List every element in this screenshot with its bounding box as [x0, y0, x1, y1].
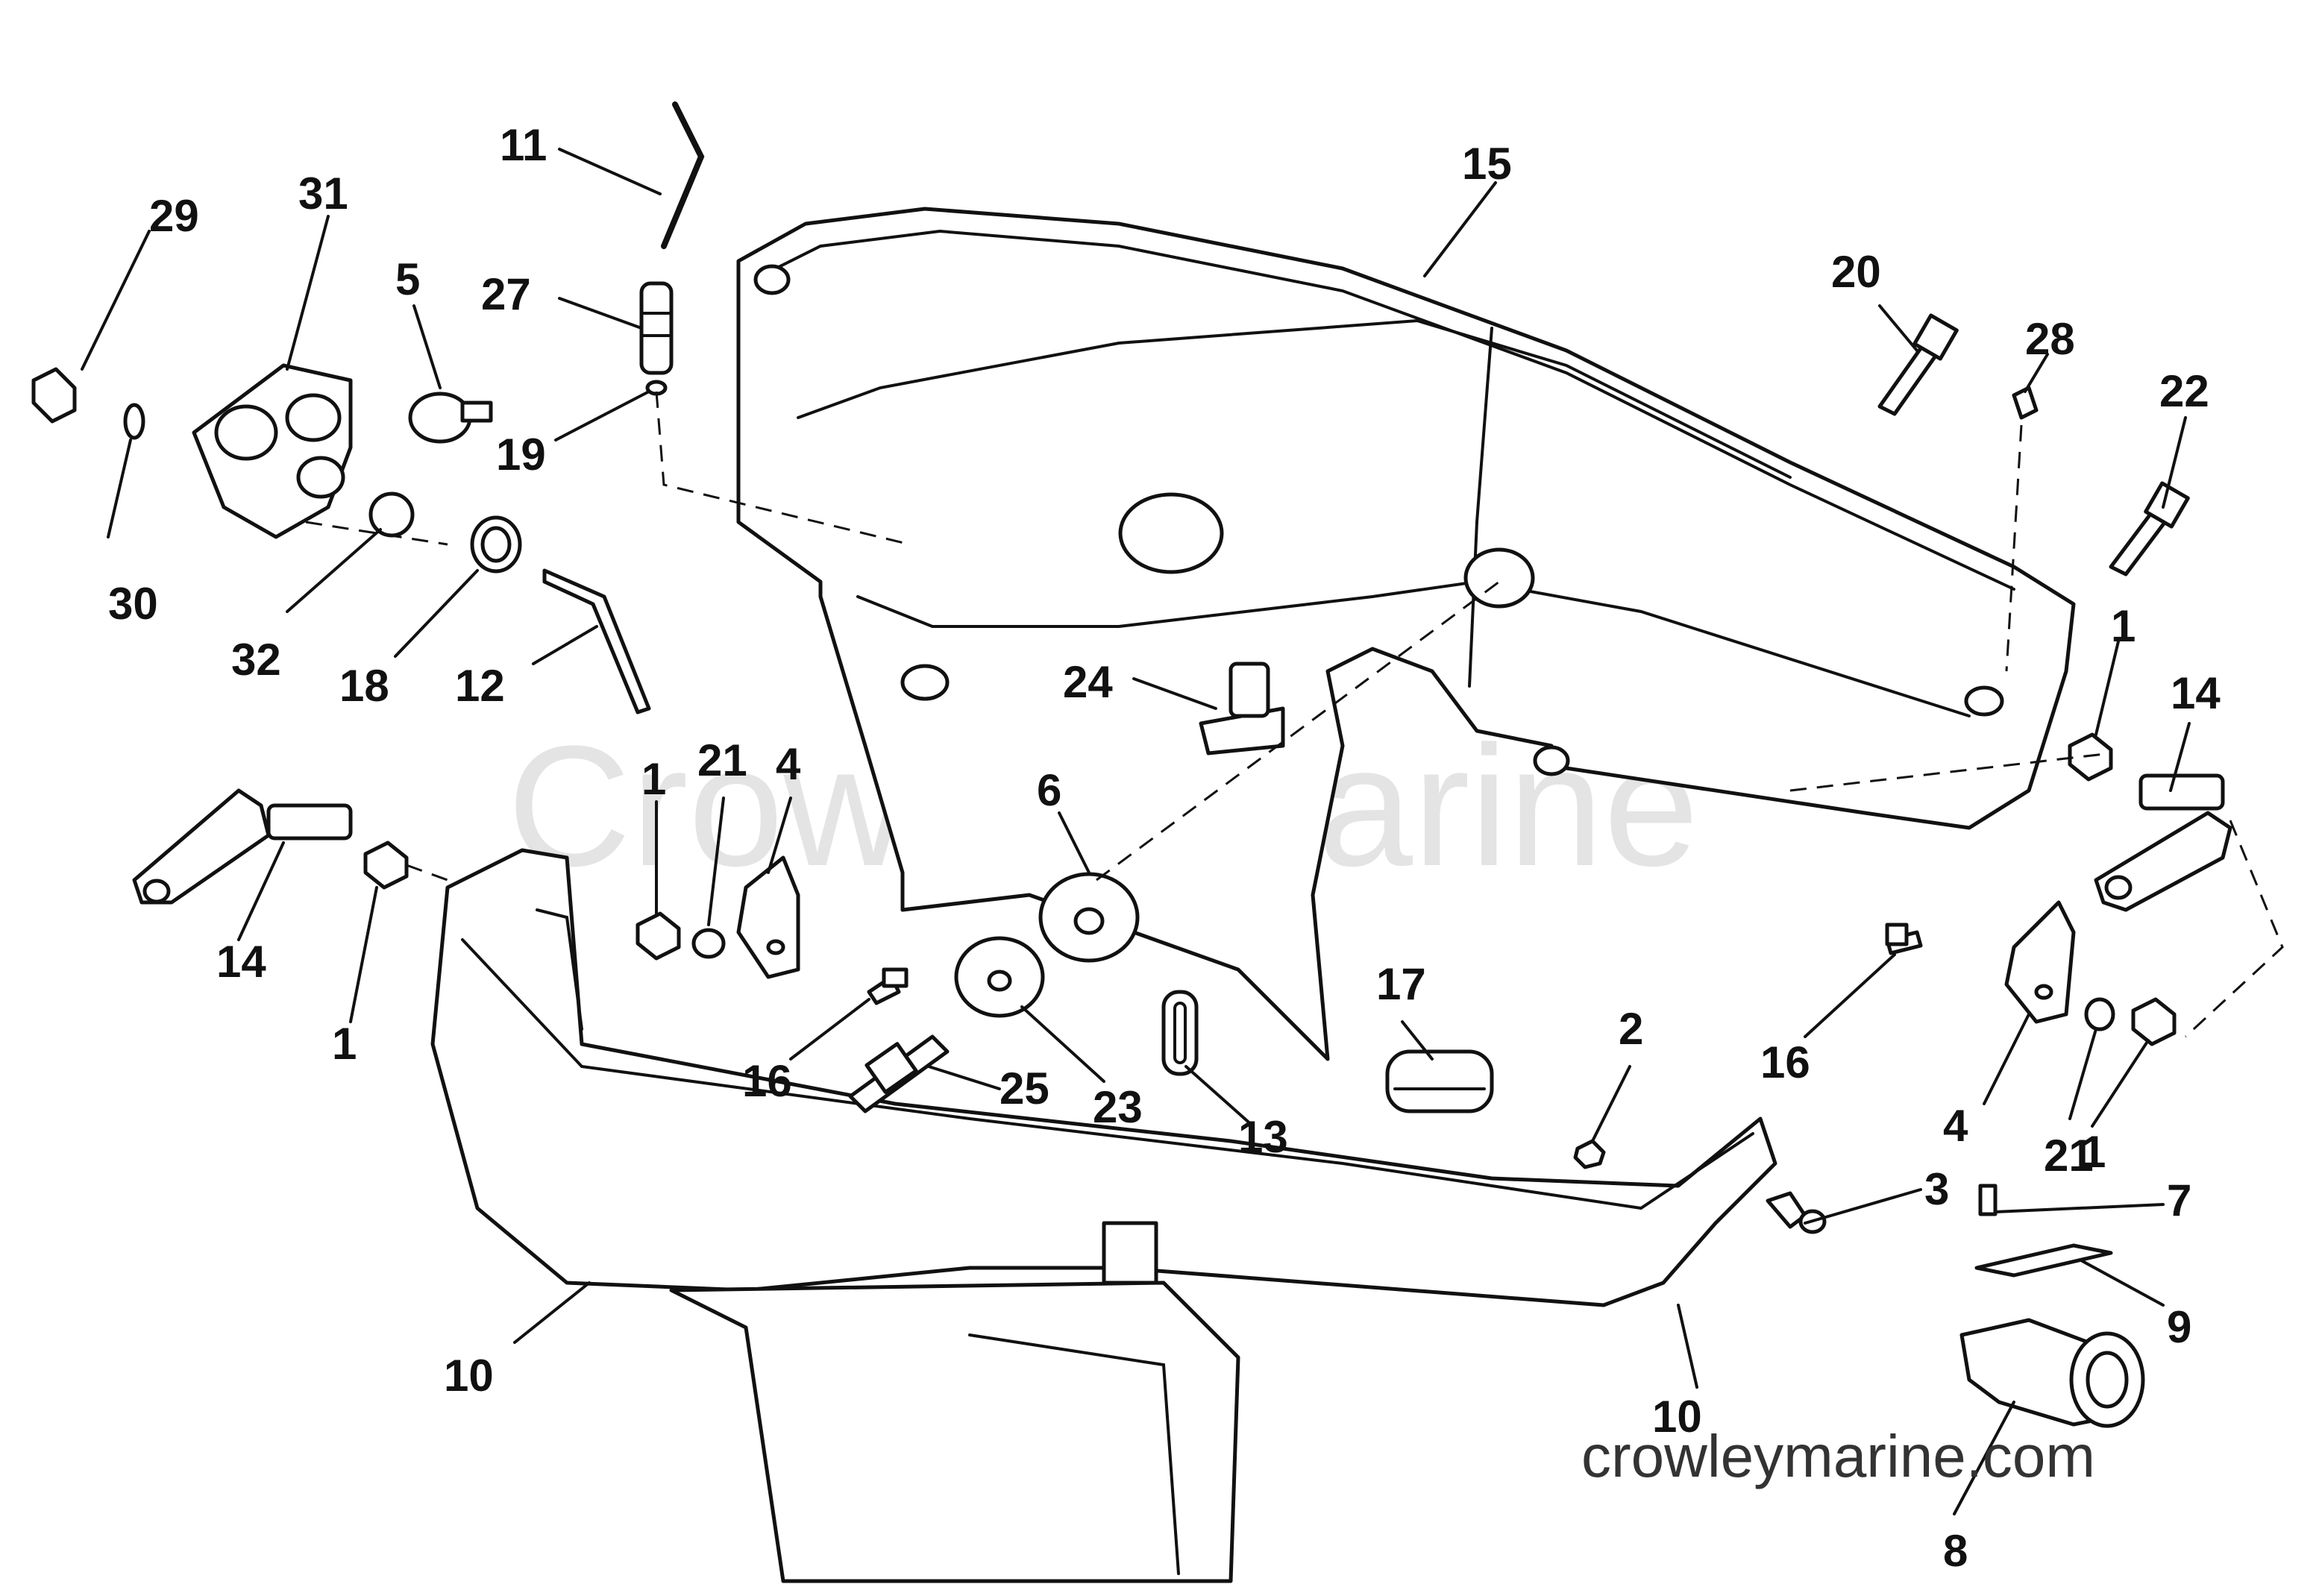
- lever-part-14-right[interactable]: [2094, 773, 2232, 912]
- lower-cowl-part-10[interactable]: [430, 848, 1777, 1583]
- callout-22: 22: [2159, 366, 2209, 416]
- callout-3: 3: [1924, 1164, 1949, 1214]
- callout-13: 13: [1238, 1112, 1288, 1162]
- plate-part-9[interactable]: [1974, 1243, 2113, 1278]
- plug-part-17[interactable]: [1385, 1049, 1494, 1113]
- bracket-part-4-left[interactable]: [736, 855, 800, 979]
- fitting-part-27[interactable]: [639, 281, 674, 375]
- callout-9: 9: [2167, 1302, 2191, 1352]
- callout-1-d: 1: [2081, 1127, 2106, 1177]
- stud-part-25[interactable]: [848, 1034, 950, 1113]
- callout-5: 5: [395, 254, 420, 304]
- grommet-part-18[interactable]: [470, 515, 522, 574]
- callout-2: 2: [1619, 1004, 1643, 1054]
- fitting-part-28[interactable]: [2012, 386, 2039, 420]
- callout-27: 27: [481, 269, 531, 319]
- grommet-part-23[interactable]: [954, 936, 1045, 1018]
- callout-1-c: 1: [2111, 601, 2136, 651]
- callout-16-a: 16: [742, 1056, 792, 1106]
- callout-24: 24: [1063, 657, 1113, 707]
- callout-4-b: 4: [1943, 1101, 1968, 1151]
- callout-8: 8: [1943, 1526, 1968, 1576]
- callout-29: 29: [149, 191, 199, 241]
- grommet-part-6[interactable]: [1038, 872, 1140, 963]
- callout-12: 12: [455, 661, 505, 711]
- callout-labels: 29 30 31 5 32 18 12 11 27 19 15 20 28 22…: [108, 120, 2221, 1576]
- bracket-part-4-right[interactable]: [2004, 900, 2076, 1024]
- bracket-part-24[interactable]: [1199, 662, 1285, 755]
- callout-10-a: 10: [444, 1351, 494, 1401]
- callout-10-b: 10: [1652, 1392, 1702, 1442]
- callout-30: 30: [108, 579, 158, 629]
- callout-28: 28: [2025, 314, 2075, 364]
- nut-part-29[interactable]: [31, 367, 77, 424]
- callout-17: 17: [1376, 959, 1426, 1009]
- assembly-dashed-lines: [305, 391, 2284, 1038]
- footer-url: crowleymarine.com: [1581, 1423, 2095, 1489]
- callout-7: 7: [2167, 1175, 2191, 1225]
- callout-14-b: 14: [2171, 668, 2221, 718]
- callout-21-b: 21: [2044, 1131, 2094, 1181]
- screw-part-7[interactable]: [1978, 1184, 1998, 1216]
- o-ring-part-30[interactable]: [123, 403, 145, 440]
- rod-part-11[interactable]: [661, 101, 705, 249]
- bolt-part-22[interactable]: [2109, 481, 2190, 576]
- washer-part-21-left[interactable]: [691, 928, 726, 959]
- callout-1-b: 1: [641, 754, 666, 804]
- nut-part-1-d[interactable]: [2131, 997, 2177, 1046]
- nut-part-2[interactable]: [1573, 1139, 1606, 1169]
- callout-6: 6: [1037, 765, 1061, 815]
- callout-15: 15: [1462, 139, 1512, 189]
- callout-11: 11: [500, 120, 547, 170]
- nut-part-1-a[interactable]: [363, 841, 409, 890]
- callout-19: 19: [496, 430, 546, 480]
- callout-32: 32: [231, 635, 281, 685]
- nut-part-1-c[interactable]: [2068, 732, 2113, 782]
- upper-cowl-part-15[interactable]: [736, 207, 2076, 1061]
- housing-part-31[interactable]: [192, 363, 353, 539]
- callout-18: 18: [339, 661, 389, 711]
- callout-21-a: 21: [697, 735, 747, 785]
- callout-23: 23: [1093, 1082, 1143, 1132]
- screw-part-16-left[interactable]: [867, 967, 909, 1005]
- screw-part-16-right[interactable]: [1885, 923, 1923, 955]
- slot-grommet-part-13[interactable]: [1161, 990, 1199, 1076]
- callout-4-a: 4: [776, 739, 801, 789]
- callout-leader-lines: [81, 148, 2191, 1515]
- callout-31: 31: [298, 169, 348, 219]
- callout-1-a: 1: [332, 1019, 357, 1069]
- callout-16-b: 16: [1760, 1037, 1810, 1087]
- hose-part-12[interactable]: [542, 568, 651, 714]
- callout-25: 25: [1000, 1064, 1049, 1113]
- callout-20: 20: [1831, 247, 1881, 297]
- nut-part-1-b[interactable]: [636, 911, 681, 961]
- hose-clamp-part-32[interactable]: [368, 491, 415, 538]
- callout-14-a: 14: [216, 937, 266, 987]
- hose-clamp-part-5[interactable]: [408, 392, 493, 444]
- lever-part-14-left[interactable]: [132, 788, 353, 905]
- bolt-part-20[interactable]: [1877, 313, 1959, 416]
- washer-part-21-right[interactable]: [2084, 997, 2115, 1031]
- adapter-part-8[interactable]: [1959, 1318, 2145, 1428]
- fitting-part-3[interactable]: [1766, 1191, 1827, 1234]
